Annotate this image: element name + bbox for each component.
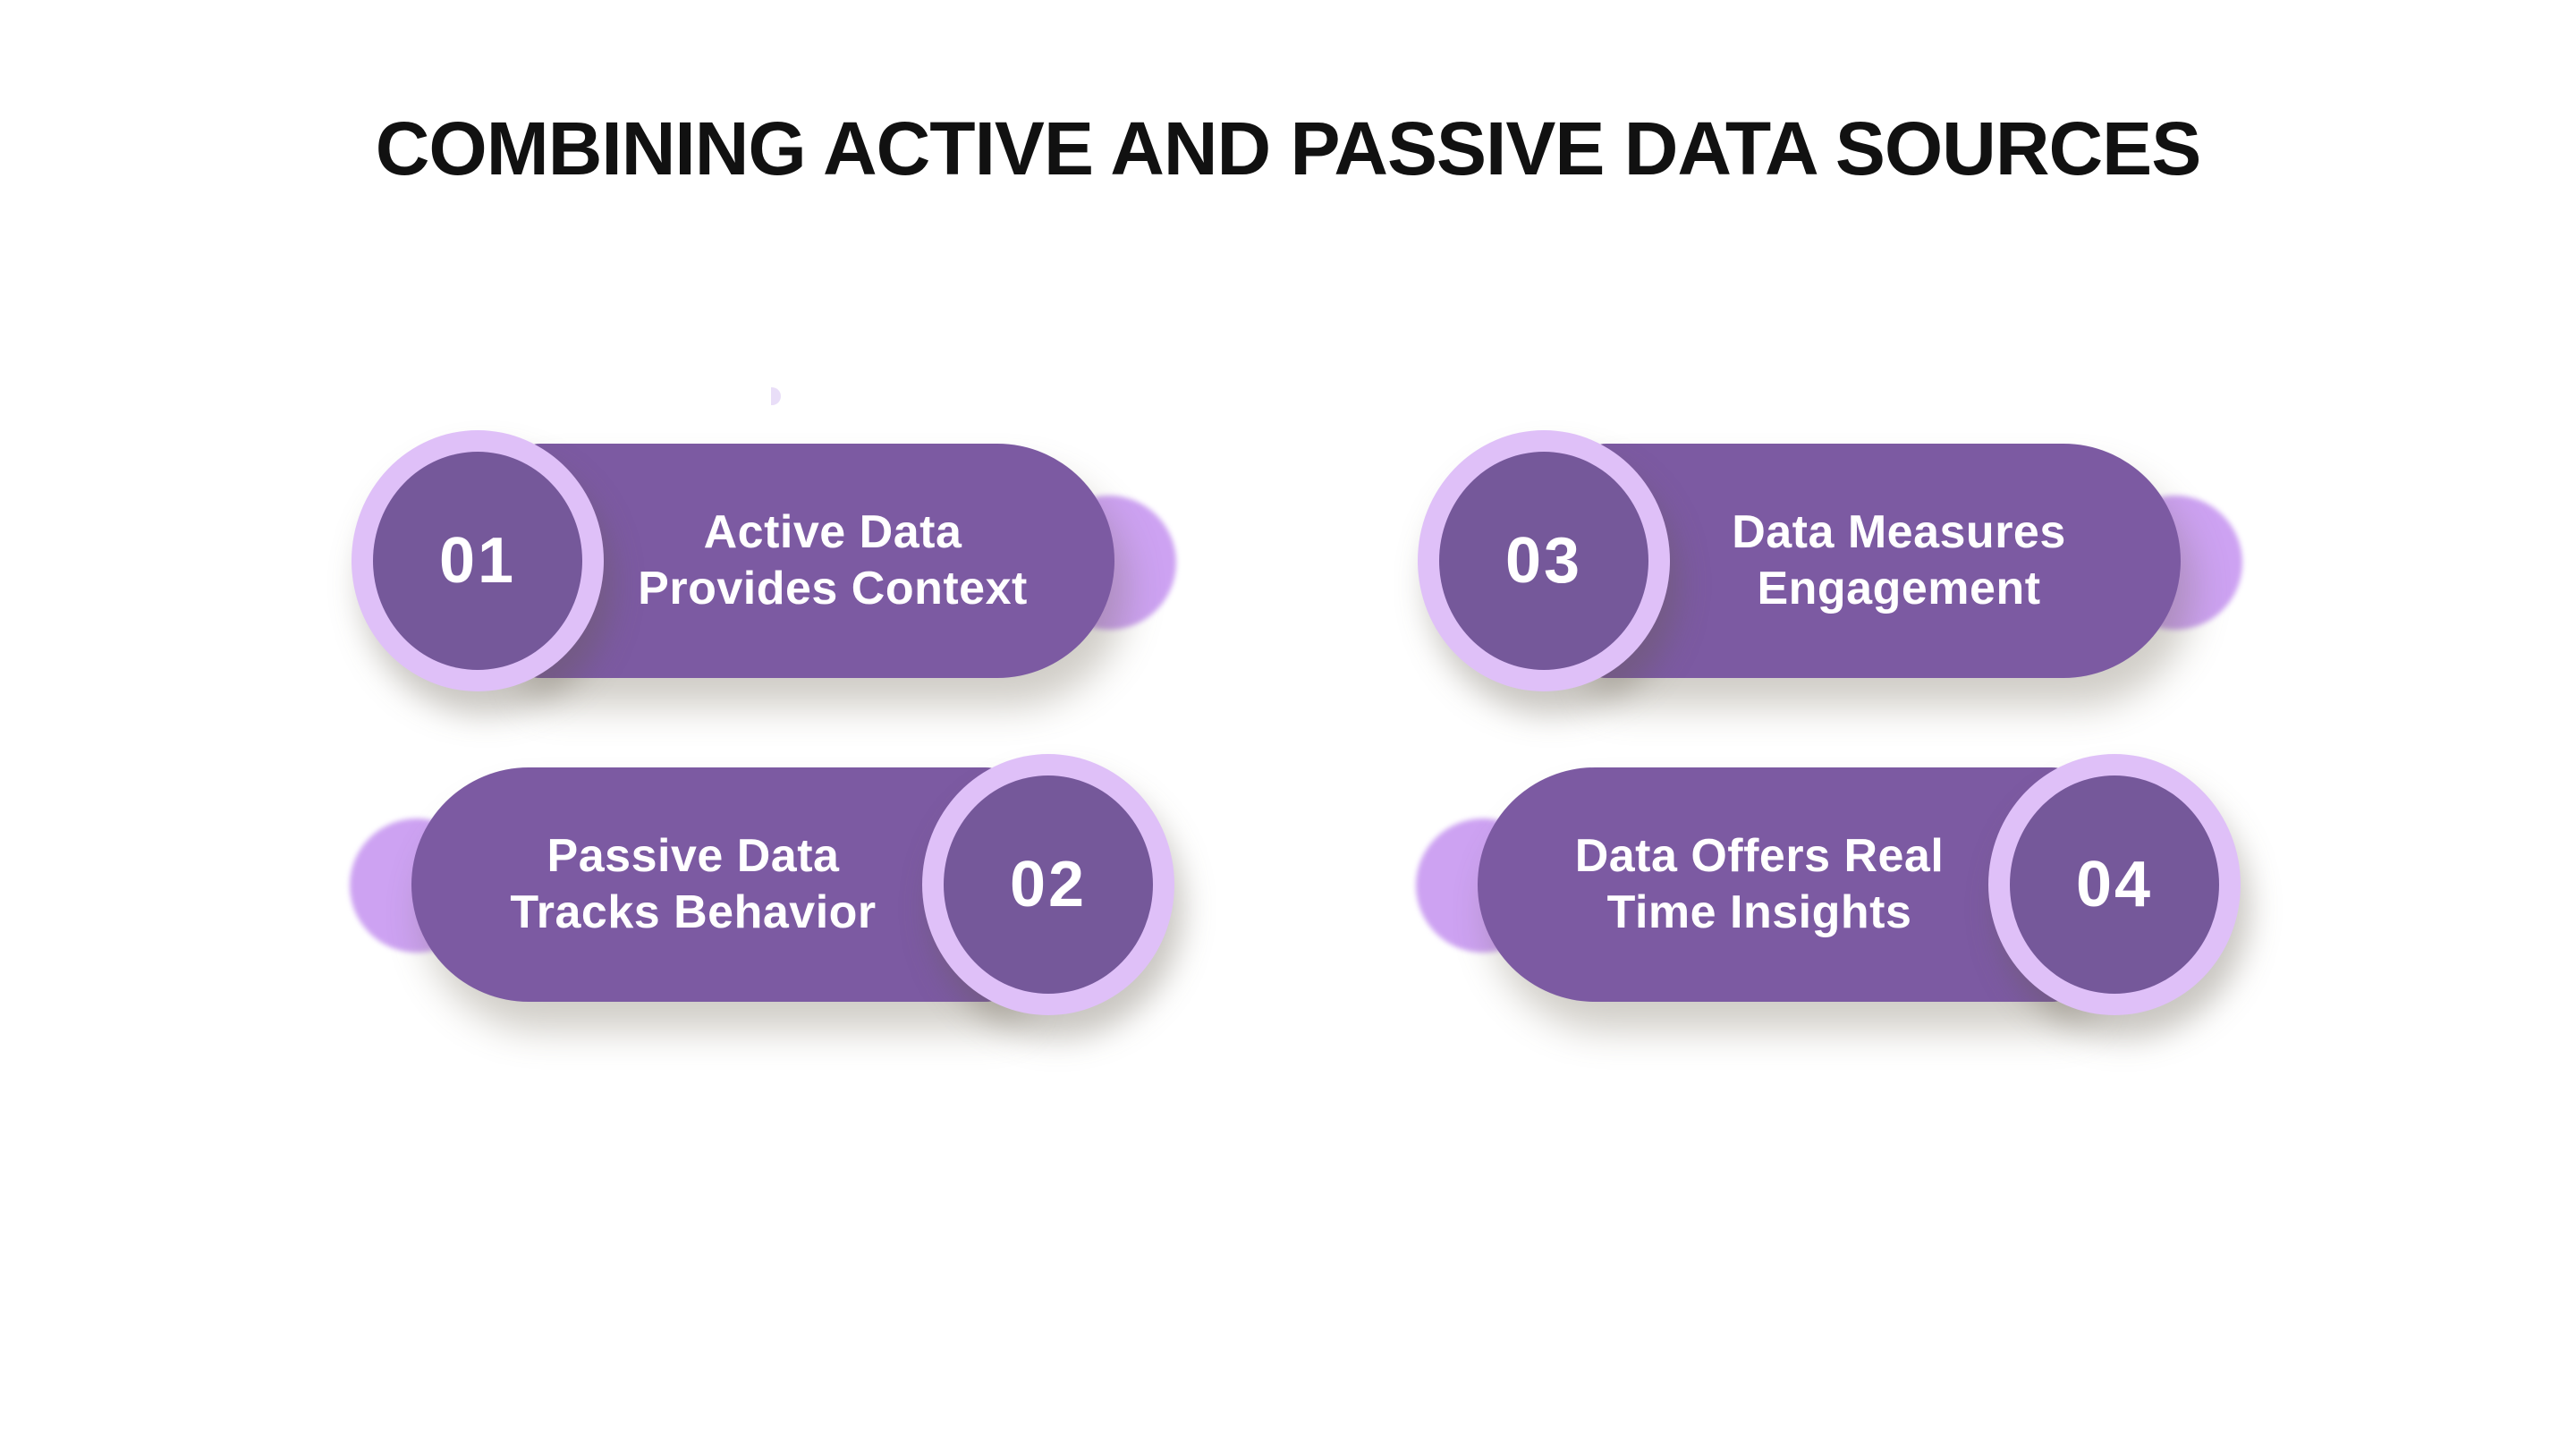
page-title: COMBINING ACTIVE AND PASSIVE DATA SOURCE…	[375, 106, 2201, 191]
pill-label-01: Active Data Provides Context	[510, 504, 1114, 617]
pill-label-line1: Passive Data	[547, 830, 840, 882]
number-circle-04: 04	[1988, 754, 2241, 1015]
number-circle-03: 03	[1418, 430, 1670, 691]
pill-label-line2: Tracks Behavior	[510, 886, 877, 938]
number-text-04: 04	[2075, 849, 2154, 920]
decorative-dot	[771, 387, 781, 405]
pill-label-line2: Engagement	[1757, 563, 2041, 614]
number-circle-01: 01	[352, 430, 604, 691]
pill-label-line1: Data Offers Real	[1574, 830, 1945, 882]
pill-label-02: Passive Data Tracks Behavior	[411, 828, 1016, 941]
pill-03: Data Measures Engagement	[1576, 444, 2181, 678]
number-text-01: 01	[438, 525, 517, 597]
pill-label-03: Data Measures Engagement	[1576, 504, 2181, 617]
pill-label-line2: Provides Context	[638, 563, 1028, 614]
pill-label-04: Data Offers Real Time Insights	[1478, 828, 2082, 941]
number-text-02: 02	[1009, 849, 1088, 920]
number-text-03: 03	[1504, 525, 1583, 597]
pill-04: Data Offers Real Time Insights	[1478, 767, 2082, 1002]
pill-label-line1: Active Data	[703, 506, 962, 558]
pill-label-line2: Time Insights	[1606, 886, 1912, 938]
pill-01: Active Data Provides Context	[510, 444, 1114, 678]
pill-02: Passive Data Tracks Behavior	[411, 767, 1016, 1002]
number-circle-02: 02	[922, 754, 1174, 1015]
pill-label-line1: Data Measures	[1732, 506, 2066, 558]
